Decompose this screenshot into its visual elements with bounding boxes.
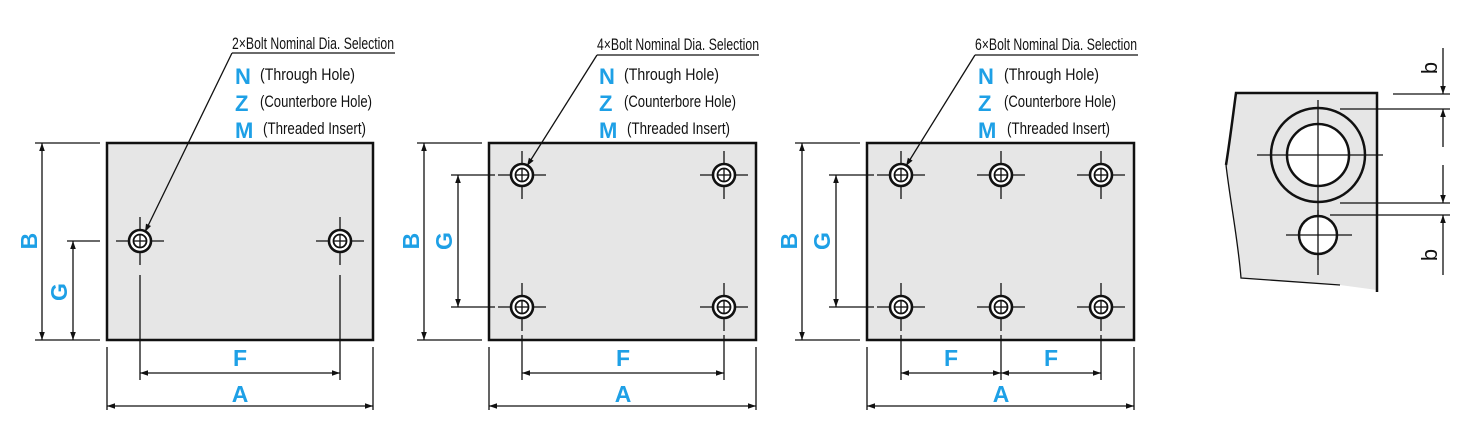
dimension-f-label: F	[616, 345, 630, 371]
callout-leader	[144, 52, 233, 233]
panel-2-bolt: B G F A 2×Bolt Nominal Dia. Selection N …	[16, 34, 395, 410]
option-code: N	[599, 64, 615, 89]
option-desc: (Through Hole)	[1004, 65, 1099, 84]
callout-title: 6×Bolt Nominal Dia. Selection	[975, 35, 1137, 54]
dimension-f-label: F	[1044, 345, 1058, 371]
option-code: M	[978, 118, 996, 143]
option-list: N (Through Hole) Z (Counterbore Hole) M …	[599, 64, 736, 143]
dimension-g-label: G	[809, 232, 835, 250]
dimension-b-small-label: b	[1417, 62, 1442, 74]
option-desc: (Counterbore Hole)	[260, 92, 372, 111]
callout-leader	[905, 54, 976, 167]
dimension-b-label: B	[776, 233, 802, 250]
callout-leader	[526, 54, 598, 167]
option-list: N (Through Hole) Z (Counterbore Hole) M …	[235, 64, 372, 143]
dimension-b-small-label: b	[1417, 249, 1442, 261]
option-desc: (Threaded Insert)	[627, 119, 730, 138]
option-desc: (Counterbore Hole)	[1004, 92, 1116, 111]
option-desc: (Counterbore Hole)	[624, 92, 736, 111]
option-code: N	[978, 64, 994, 89]
option-desc: (Threaded Insert)	[1007, 119, 1110, 138]
dimension-g-label: G	[46, 283, 72, 301]
option-desc: (Through Hole)	[260, 65, 355, 84]
option-code: Z	[978, 91, 991, 116]
dimension-b-label: B	[398, 233, 424, 250]
callout-title: 4×Bolt Nominal Dia. Selection	[597, 35, 759, 54]
option-code: M	[599, 118, 617, 143]
dimension-a-label: A	[993, 381, 1010, 407]
option-code: Z	[599, 91, 612, 116]
option-desc: (Threaded Insert)	[263, 119, 366, 138]
panel-6-bolt: B G F F A 6×Bolt Nominal Dia. Selection …	[776, 35, 1138, 410]
option-list: N (Through Hole) Z (Counterbore Hole) M …	[978, 64, 1116, 143]
dimension-g-label: G	[431, 232, 457, 250]
dimension-f-label: F	[233, 345, 247, 371]
option-code: Z	[235, 91, 248, 116]
counterbore-outer	[1269, 106, 1367, 204]
callout-title: 2×Bolt Nominal Dia. Selection	[232, 34, 394, 53]
detail-view: b b	[1224, 48, 1450, 292]
dimension-a-label: A	[615, 381, 632, 407]
option-code: M	[235, 118, 253, 143]
option-desc: (Through Hole)	[624, 65, 719, 84]
dimension-a-label: A	[232, 381, 249, 407]
dimension-b-label: B	[16, 233, 42, 250]
panel-4-bolt: B G F A 4×Bolt Nominal Dia. Selection N …	[398, 35, 759, 410]
dimension-f-label: F	[944, 345, 958, 371]
option-code: N	[235, 64, 251, 89]
